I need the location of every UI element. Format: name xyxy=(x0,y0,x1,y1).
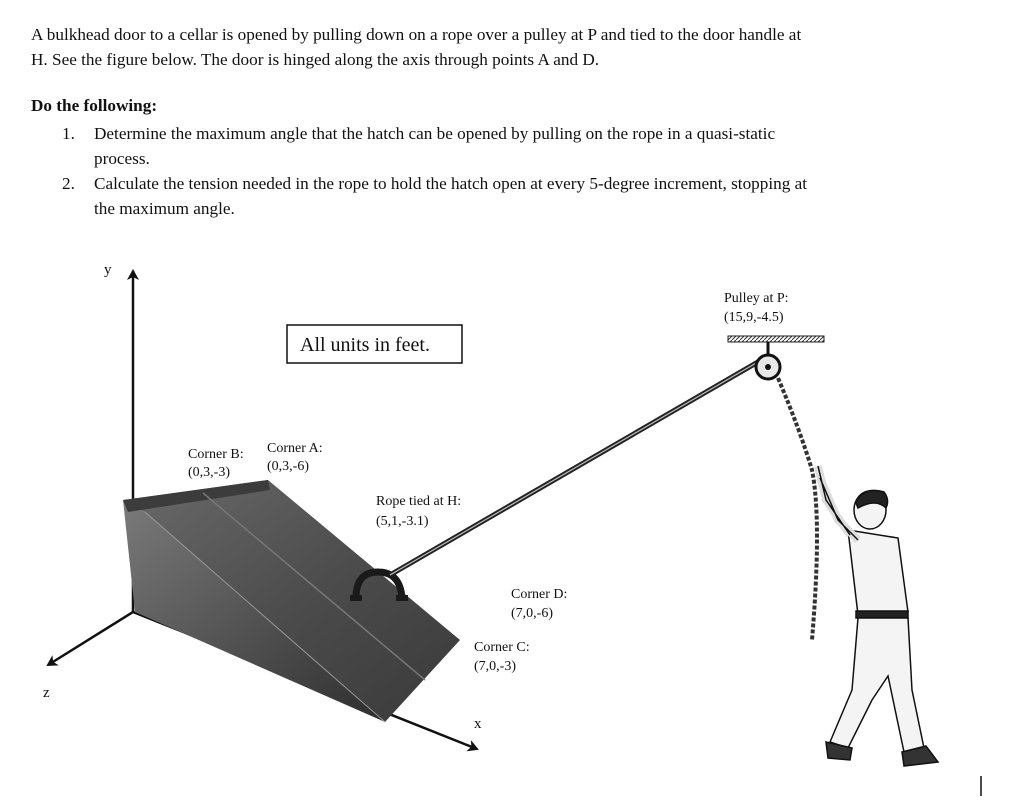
task-item-1: 1. Determine the maximum angle that the … xyxy=(62,121,1002,171)
man-pants xyxy=(828,617,925,753)
man-shirt xyxy=(847,529,909,616)
man-shoes xyxy=(825,741,940,767)
task-text-line: the maximum angle. xyxy=(94,199,235,218)
corner-b-coords: (0,3,-3) xyxy=(188,465,230,480)
point-labels: Corner B: (0,3,-3) Corner A: (0,3,-6) Ro… xyxy=(188,291,789,674)
units-note: All units in feet. xyxy=(286,324,463,364)
task-number: 1. xyxy=(62,124,75,143)
rope-segment-h-to-p-core xyxy=(389,354,771,576)
corner-a-coords: (0,3,-6) xyxy=(267,459,309,474)
door-side-wall xyxy=(123,500,385,722)
problem-intro: A bulkhead door to a cellar is opened by… xyxy=(31,22,1001,72)
pulley-axle xyxy=(765,364,771,370)
z-axis xyxy=(46,610,134,667)
bulkhead-door xyxy=(123,480,460,723)
door-edge-highlight xyxy=(144,511,386,723)
rope xyxy=(388,352,819,641)
corner-c-coords: (7,0,-3) xyxy=(474,659,516,674)
intro-line-1: A bulkhead door to a cellar is opened by… xyxy=(31,25,802,44)
instructions-heading: Do the following: xyxy=(31,96,158,115)
task-text-line: Determine the maximum angle that the hat… xyxy=(94,124,776,143)
corner-d-coords: (7,0,-6) xyxy=(511,606,553,621)
man-arms-outline xyxy=(817,465,859,541)
corner-b-label: Corner B: xyxy=(188,447,244,462)
point-h-label: Rope tied at H: xyxy=(376,494,461,509)
units-note-box xyxy=(286,324,463,364)
pulley xyxy=(727,335,825,381)
intro-line-2: H. See the figure below. The door is hin… xyxy=(31,50,600,69)
x-axis-label: x xyxy=(474,716,482,732)
pulley-ceiling-mount xyxy=(727,335,825,343)
task-number: 2. xyxy=(62,174,75,193)
task-text-line: process. xyxy=(94,149,150,168)
task-list: 1. Determine the maximum angle that the … xyxy=(62,121,1002,221)
man-belt xyxy=(855,610,909,619)
corner-d-label: Corner D: xyxy=(511,587,567,602)
rope-segment-down xyxy=(776,377,819,641)
task-text-line: Calculate the tension needed in the rope… xyxy=(94,174,808,193)
pulley-p-label: Pulley at P: xyxy=(724,291,789,306)
y-axis-label: y xyxy=(104,262,112,278)
man-arms xyxy=(814,465,861,543)
corner-a-label: Corner A: xyxy=(267,441,323,456)
z-axis-label: z xyxy=(43,685,50,701)
door-top-lip xyxy=(123,480,270,512)
corner-c-label: Corner C: xyxy=(474,640,530,655)
units-note-text: All units in feet. xyxy=(300,334,430,356)
man-hair xyxy=(855,489,889,510)
man-pulling-rope-illustration xyxy=(814,465,940,767)
task-item-2: 2. Calculate the tension needed in the r… xyxy=(62,171,1002,221)
pulley-p-coords: (15,9,-4.5) xyxy=(724,310,784,325)
point-h-coords: (5,1,-3.1) xyxy=(376,514,429,529)
door-seam xyxy=(202,492,426,681)
door-handle xyxy=(352,568,406,599)
door-lid xyxy=(123,480,460,722)
